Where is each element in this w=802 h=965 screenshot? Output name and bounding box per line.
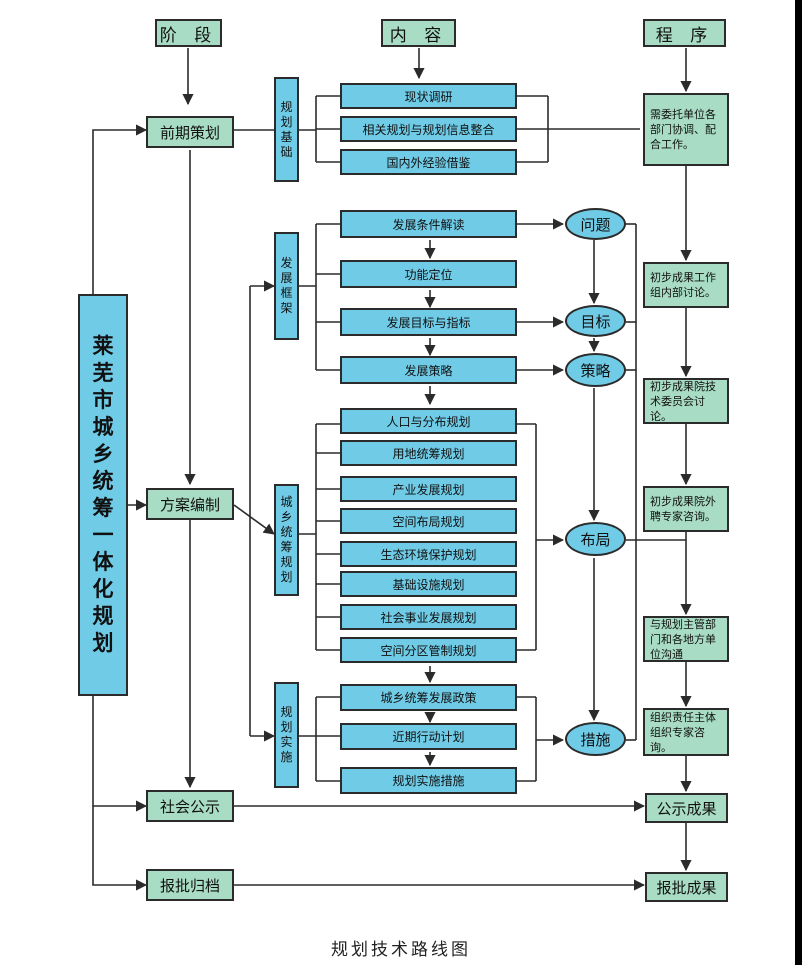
content-item: 用地统筹规划 <box>340 440 517 466</box>
content-item: 产业发展规划 <box>340 476 517 502</box>
procedure-step: 初步成果工作组内部讨论。 <box>643 262 729 308</box>
stage-approval: 报批归档 <box>146 869 234 901</box>
outcome-oval: 策略 <box>565 353 626 387</box>
content-item: 功能定位 <box>340 260 517 288</box>
stage-preliminary: 前期策划 <box>146 116 234 148</box>
content-item: 社会事业发展规划 <box>340 604 517 630</box>
content-item: 生态环境保护规划 <box>340 541 517 567</box>
result-approval: 报批成果 <box>645 872 728 902</box>
content-item: 相关规划与规划信息整合 <box>340 116 517 142</box>
main-title: 莱芜市城乡统筹一体化规划 <box>78 294 128 696</box>
stage-publicity: 社会公示 <box>146 790 234 822</box>
procedure-step: 需委托单位各部门协调、配合工作。 <box>643 93 729 166</box>
header-content: 内 容 <box>381 19 456 47</box>
category-framework: 发展框架 <box>274 232 299 340</box>
content-item: 城乡统筹发展政策 <box>340 684 517 711</box>
content-item: 规划实施措施 <box>340 767 517 794</box>
procedure-step: 初步成果院技术委员会讨论。 <box>643 378 729 424</box>
content-item: 近期行动计划 <box>340 723 517 750</box>
header-procedure: 程 序 <box>643 19 726 47</box>
content-item: 发展条件解读 <box>340 210 517 238</box>
content-item: 现状调研 <box>340 83 517 109</box>
content-item: 人口与分布规划 <box>340 408 517 434</box>
outcome-oval: 布局 <box>565 522 626 556</box>
procedure-step: 初步成果院外聘专家咨询。 <box>643 486 729 532</box>
outcome-oval: 问题 <box>565 208 626 240</box>
outcome-oval: 措施 <box>565 722 626 756</box>
right-border <box>795 0 802 965</box>
content-item: 空间布局规划 <box>340 508 517 534</box>
stage-scheme: 方案编制 <box>146 488 234 520</box>
category-integration: 城乡统筹规划 <box>274 484 299 596</box>
content-item: 发展目标与指标 <box>340 308 517 336</box>
content-item: 国内外经验借鉴 <box>340 149 517 175</box>
procedure-step: 组织责任主体组织专家咨询。 <box>643 708 729 756</box>
content-item: 基础设施规划 <box>340 571 517 597</box>
content-item: 空间分区管制规划 <box>340 637 517 663</box>
category-implementation: 规划实施 <box>274 682 299 788</box>
result-publicity: 公示成果 <box>645 793 728 823</box>
procedure-step: 与规划主管部门和各地方单位沟通 <box>643 616 729 662</box>
content-item: 发展策略 <box>340 356 517 384</box>
figure-caption: 规划技术路线图 <box>331 940 471 960</box>
outcome-oval: 目标 <box>565 305 626 337</box>
category-foundation: 规划基础 <box>274 77 299 182</box>
header-stage: 阶 段 <box>155 19 222 47</box>
